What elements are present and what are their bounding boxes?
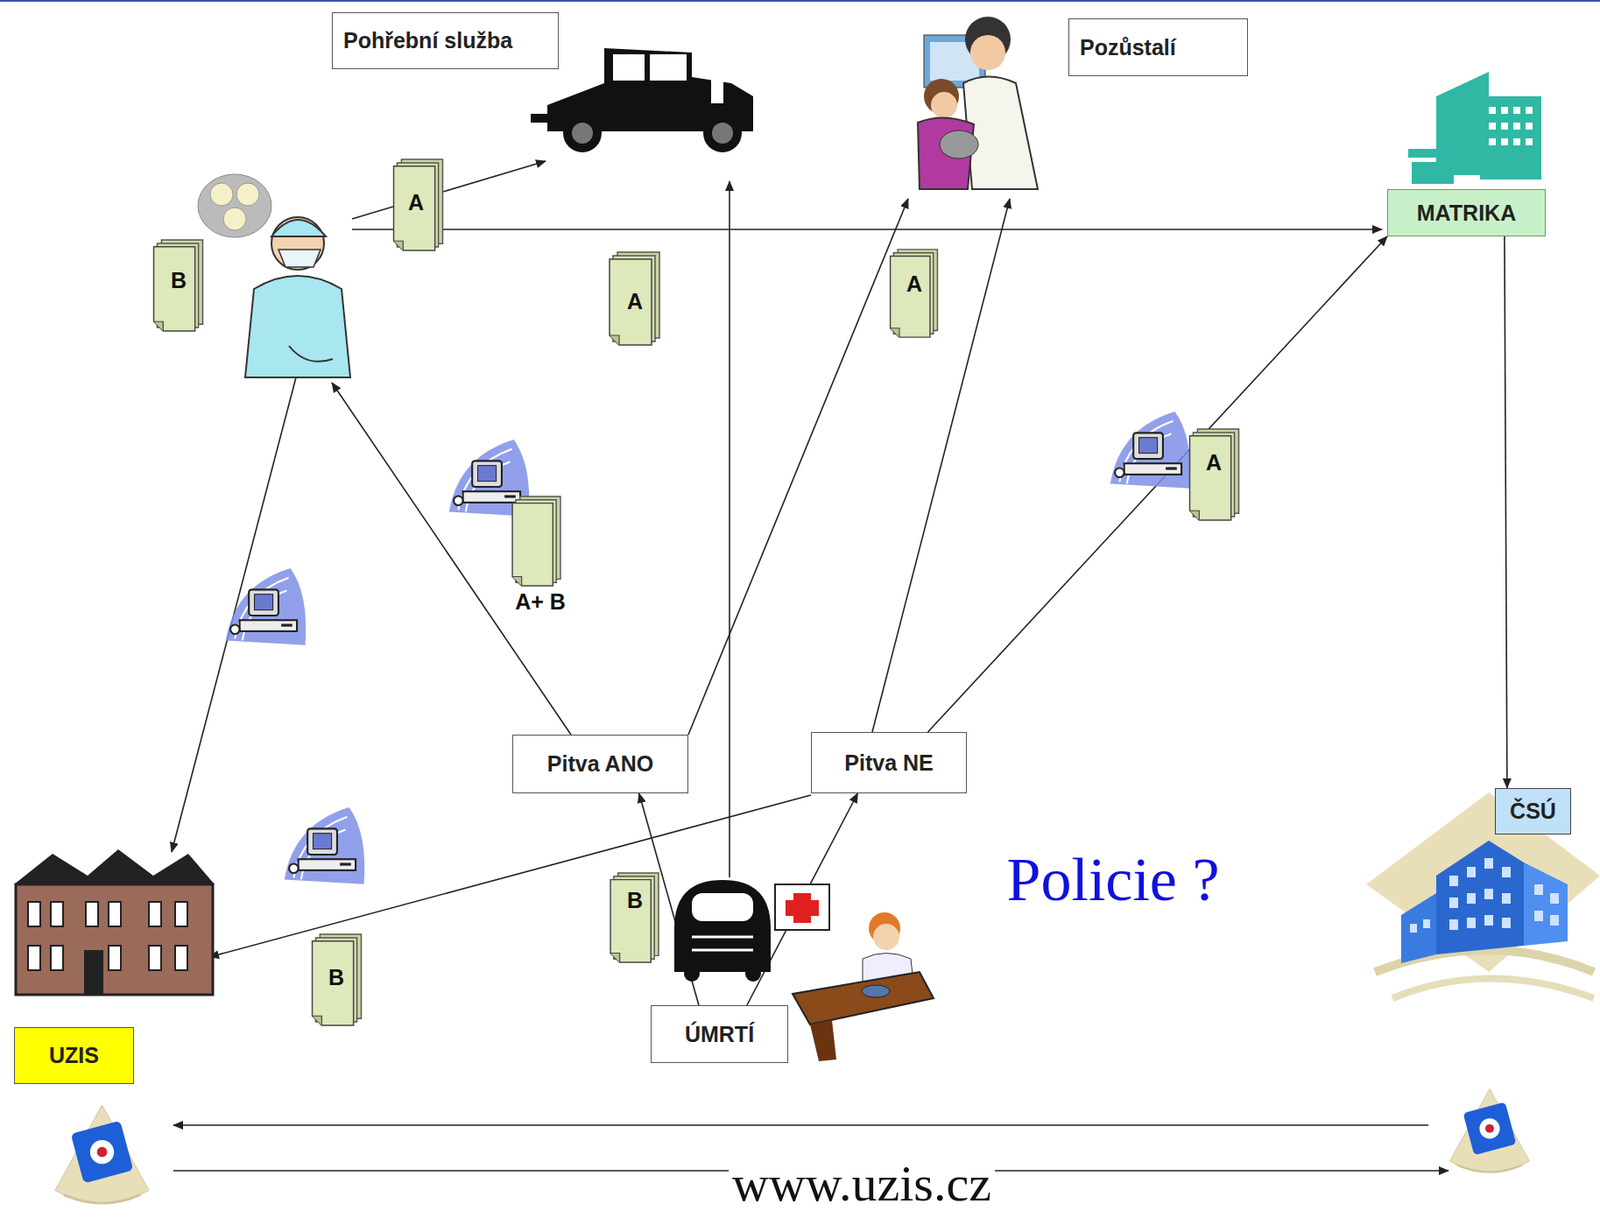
institute-box: UZIS (14, 1027, 134, 1085)
uzis-building (14, 849, 215, 995)
top-border (0, 0, 1600, 2)
decision-box: Pitva ANO (512, 734, 689, 794)
bereaved-family (917, 16, 1038, 190)
note-text: Policie ? (1007, 847, 1220, 913)
document-label: A (627, 289, 643, 313)
node-text: ÚMRTÍ (684, 1022, 755, 1048)
document-label: A (906, 272, 923, 296)
pathologist-figure (197, 174, 351, 378)
node-text: Pitva ANO (547, 751, 654, 777)
flow-arrow (1504, 236, 1508, 789)
document-label: A (408, 190, 424, 214)
node-text: ČSÚ (1509, 798, 1557, 825)
flow-arrows (171, 161, 1449, 1171)
document-label: A (1205, 451, 1222, 474)
decision-box: Pitva NE (810, 732, 967, 794)
hearse-car (530, 48, 754, 153)
registry-box: MATRIKA (1387, 189, 1546, 237)
node-text: MATRIKA (1416, 200, 1516, 226)
document-label: A+ B (511, 590, 570, 614)
computer-transfer-icons (225, 411, 1191, 885)
document-label: B (170, 268, 187, 292)
node-text: Pohřební služba (343, 28, 513, 54)
note-text: www.uzis.cz (728, 1157, 995, 1212)
node-text: Pitva NE (844, 750, 933, 776)
office-box: ČSÚ (1494, 788, 1572, 835)
ambulance-and-doctor (674, 880, 934, 1062)
document-icons (154, 159, 1240, 1026)
registry-building (1408, 71, 1542, 184)
document-label: B (328, 965, 345, 989)
document-label: B (627, 888, 643, 912)
flow-arrow (928, 236, 1389, 733)
node-text: Pozůstalí (1079, 35, 1177, 61)
event-box: ÚMRTÍ (650, 1005, 789, 1064)
node-text: UZIS (49, 1043, 99, 1069)
service-box: Pohřební služba (331, 12, 559, 70)
group-box: Pozůstalí (1068, 18, 1248, 77)
